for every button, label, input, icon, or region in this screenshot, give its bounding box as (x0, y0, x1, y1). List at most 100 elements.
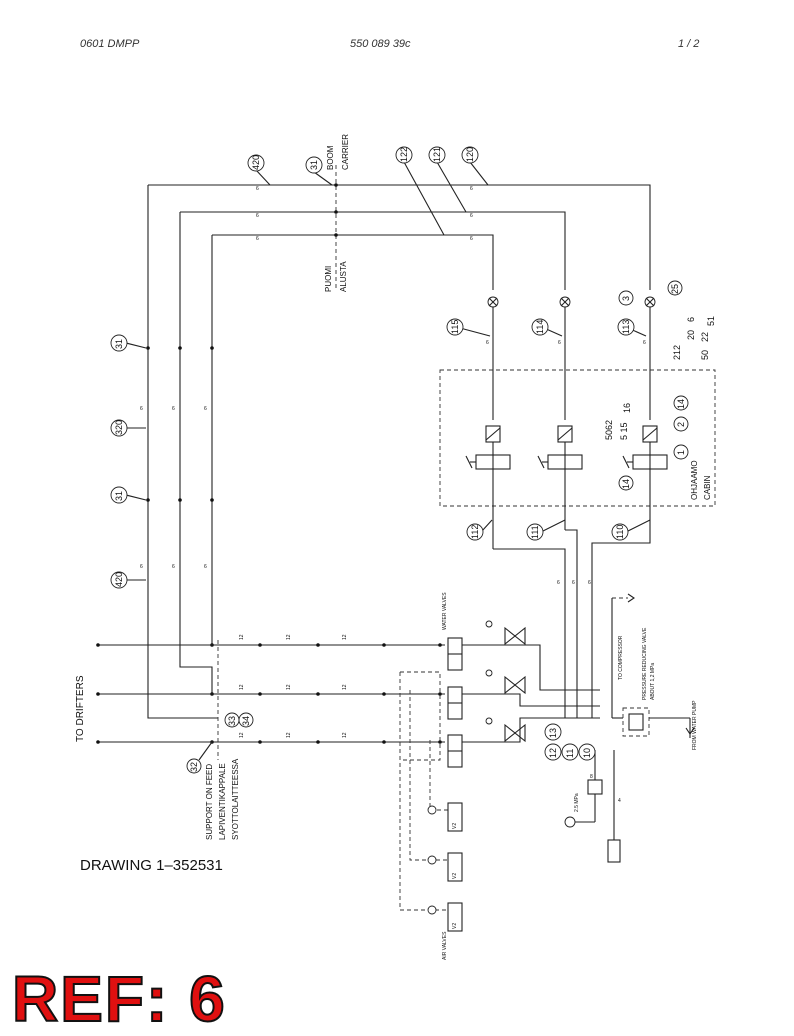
bubble-420-top: 420 (247, 154, 265, 172)
header-page-number: 1 / 2 (678, 38, 700, 50)
svg-text:20: 20 (686, 330, 696, 340)
svg-text:BOOM: BOOM (326, 145, 335, 170)
svg-text:14: 14 (621, 479, 631, 489)
svg-text:6: 6 (256, 186, 259, 192)
svg-text:51: 51 (706, 316, 716, 326)
bubble-11: 11 (561, 743, 579, 761)
svg-text:111: 111 (530, 525, 540, 539)
header-left: 0601 DMPP (80, 38, 140, 50)
svg-text:PUOMI: PUOMI (324, 266, 333, 292)
svg-text:6: 6 (470, 213, 473, 219)
svg-text:420: 420 (114, 572, 124, 587)
reference-bubbles: 420 31 122 121 120 31 320 31 420 115 114… (110, 146, 716, 774)
svg-text:12: 12 (286, 732, 292, 738)
label-cabin: CABIN (703, 475, 712, 500)
svg-text:6: 6 (486, 340, 489, 346)
mpa-label: 2.5 MPa (574, 793, 580, 812)
bubble-13: 13 (544, 723, 562, 741)
svg-text:4: 4 (618, 798, 621, 804)
label-ohjaamo: OHJAAMO (690, 460, 699, 500)
bubble-31-a: 31 (110, 334, 128, 352)
svg-text:31: 31 (309, 160, 319, 170)
drifter-lines: 12 12 12 12 12 12 12 12 12 (96, 634, 445, 760)
stack-right-mid: 20 6 (686, 317, 696, 340)
svg-text:6: 6 (686, 317, 696, 322)
svg-text:5 15: 5 15 (619, 422, 629, 440)
bubble-115: 115 (446, 318, 464, 336)
svg-text:12: 12 (239, 732, 245, 738)
bubble-420-low: 420 (110, 571, 128, 589)
svg-text:113: 113 (621, 320, 631, 334)
svg-text:33: 33 (227, 716, 237, 726)
svg-text:6: 6 (558, 340, 561, 346)
support-on-feed-label: SUPPORT ON FEED (205, 764, 214, 840)
svg-text:25: 25 (670, 284, 680, 294)
line-420 (148, 184, 651, 290)
bubble-120: 120 (461, 146, 479, 164)
svg-text:1: 1 (676, 450, 686, 455)
svg-text:22: 22 (700, 332, 710, 342)
bubble-3: 3 (618, 290, 634, 306)
to-drifters-label: TO DRIFTERS (75, 675, 86, 742)
svg-text:12: 12 (342, 684, 348, 690)
svg-text:12: 12 (548, 748, 558, 758)
leaders (125, 161, 651, 581)
pressure-reducing-valve: 8 4 (564, 593, 695, 863)
svg-text:6: 6 (140, 564, 143, 570)
header-center: 550 089 39c (350, 38, 411, 50)
bubble-31-b: 31 (110, 486, 128, 504)
check-valves (485, 620, 526, 743)
junction-dots (146, 183, 338, 744)
svg-text:16: 16 (622, 403, 632, 413)
svg-text:212: 212 (672, 345, 682, 360)
line-codes-top: 6 6 6 6 6 6 6 6 6 6 6 6 6 6 6 (140, 186, 646, 570)
svg-text:V2: V2 (452, 873, 458, 879)
to-compressor-label: TO COMPRESSOR (618, 635, 624, 680)
top-lines (147, 165, 651, 719)
svg-text:8: 8 (590, 774, 593, 780)
bubble-31-top: 31 (305, 156, 323, 174)
line-320 (180, 211, 566, 290)
bubble-32: 32 (186, 758, 202, 774)
svg-text:34: 34 (241, 716, 251, 726)
svg-text:12: 12 (342, 634, 348, 640)
water-valve-stack (399, 637, 600, 911)
line-left-420 (147, 185, 218, 719)
svg-text:12: 12 (342, 732, 348, 738)
svg-text:ALUSTA: ALUSTA (339, 261, 348, 292)
svg-text:6: 6 (588, 580, 591, 586)
bubble-2: 2 (673, 416, 689, 432)
quick-couplings (487, 296, 656, 420)
svg-text:14: 14 (676, 399, 686, 409)
svg-text:6: 6 (204, 564, 207, 570)
svg-text:6: 6 (256, 236, 259, 242)
svg-text:6: 6 (470, 236, 473, 242)
bubble-113: 113 (617, 318, 635, 336)
bubble-10: 10 (578, 743, 596, 761)
svg-text:114: 114 (535, 320, 545, 334)
svg-text:11: 11 (565, 749, 575, 758)
bubble-12: 12 (544, 743, 562, 761)
cabin-box (439, 369, 716, 507)
svg-text:V2: V2 (452, 823, 458, 829)
bubble-14-b: 14 (618, 475, 634, 491)
stack-right-top: 212 (672, 345, 682, 360)
svg-text:12: 12 (239, 684, 245, 690)
svg-text:12: 12 (239, 634, 245, 640)
svg-text:CARRIER: CARRIER (341, 134, 350, 170)
line-left-320 (179, 212, 213, 694)
svg-text:V2: V2 (452, 923, 458, 929)
svg-text:31: 31 (114, 339, 124, 349)
svg-text:6: 6 (557, 580, 560, 586)
pressure-reducing-label: PRESSURE REDUCING VALVE (642, 627, 648, 700)
about-label: ABOUT 1,2 MPa (650, 663, 656, 700)
cabin-valves (465, 425, 668, 549)
svg-text:6: 6 (470, 186, 473, 192)
svg-text:13: 13 (548, 728, 558, 738)
bubble-112: 112 (466, 523, 484, 541)
svg-text:31: 31 (114, 491, 124, 501)
bubble-122: 122 (395, 146, 413, 164)
